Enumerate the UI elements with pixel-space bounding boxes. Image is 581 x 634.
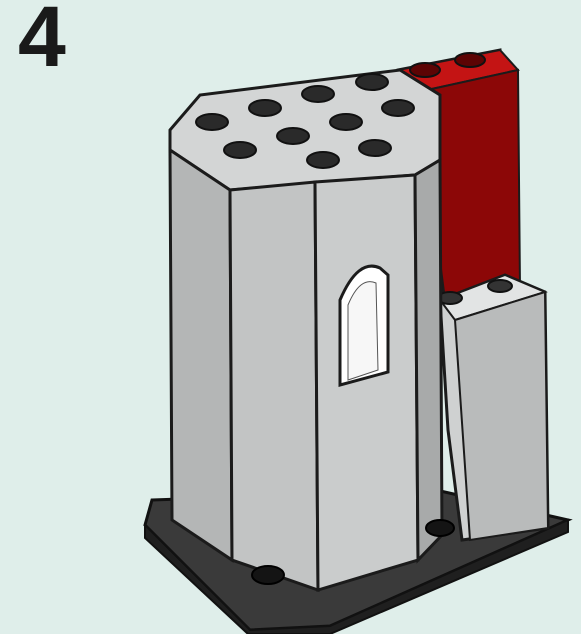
grey-tower xyxy=(170,70,442,590)
window-opening xyxy=(340,266,388,385)
